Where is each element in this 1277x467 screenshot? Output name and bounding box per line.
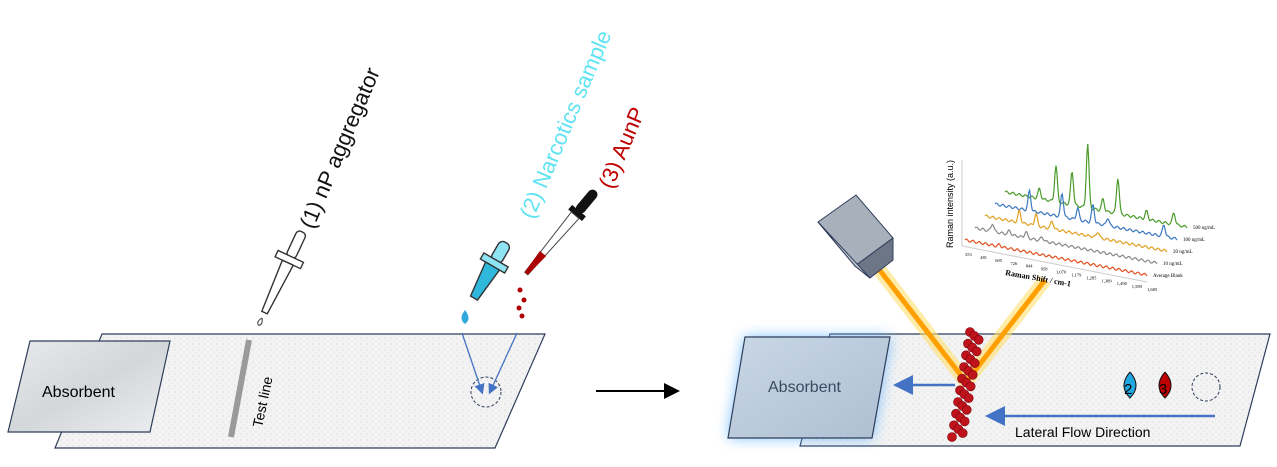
chart-series-line (1004, 143, 1188, 229)
aunp-aggregates-icon (947, 327, 984, 442)
laser-source-icon (817, 194, 894, 279)
lateral-flow-label: Lateral Flow Direction (1015, 424, 1150, 440)
aunp-particle (959, 416, 970, 427)
chart-series-label: 20 ng/mL (1173, 250, 1193, 255)
chart-x-tick: 353 (965, 252, 973, 257)
test-strip-right: Absorbent Lateral Flow Direction 2 3 (727, 333, 1271, 447)
chart-series-label: 100 ng/mL (1183, 238, 1205, 243)
chart-x-tick: 726 (1011, 261, 1019, 266)
chart-series-label: 500 ng/mL (1193, 226, 1215, 231)
test-line (228, 339, 252, 438)
aunp-particle (967, 369, 978, 380)
chart-series-line (974, 223, 1158, 265)
absorbent-pad-left (7, 340, 171, 433)
absorbent-pad-right (727, 336, 891, 439)
chart-x-tick: 1,685 (1147, 287, 1158, 293)
chart-series-label: 10 ng/mL (1163, 262, 1183, 267)
svg-text:3: 3 (1159, 381, 1167, 398)
dropper-np-aggregator-icon (257, 230, 307, 326)
drop-badge-narcotics: 2 (1123, 371, 1137, 399)
aunp-particle (961, 404, 972, 415)
aunp-particle (971, 346, 982, 357)
chart-series-line (984, 209, 1168, 253)
chart-x-tick: 844 (1026, 264, 1034, 269)
chart-x-tick: 1,070 (1056, 270, 1067, 276)
absorbent-label-left: Absorbent (42, 384, 115, 401)
chart-x-tick: 1,285 (1086, 275, 1097, 281)
drop-badge-aunp: 3 (1158, 371, 1172, 399)
raman-spectra-chart: Raman intensity (a.u.) Raman Shift / cm-… (945, 143, 1215, 293)
chart-series-line (964, 238, 1148, 277)
aunp-drops-icon (516, 287, 527, 319)
chart-x-tick: 1,179 (1071, 272, 1082, 278)
chart-x-tick: 1,490 (1117, 281, 1128, 287)
chart-series-line (994, 188, 1178, 241)
absorbent-label-right: Absorbent (768, 379, 841, 396)
aunp-particle (973, 334, 984, 345)
svg-text:2: 2 (1124, 381, 1132, 398)
test-strip-left: Absorbent Test line (7, 332, 546, 449)
drop-narcotics-icon (461, 310, 469, 324)
reagent-label-1: (1) nP aggregator (295, 64, 385, 232)
chart-x-tick: 1,389 (1102, 278, 1113, 284)
chart-x-tick: 481 (980, 255, 987, 260)
chart-x-tick: 605 (995, 258, 1003, 263)
chart-x-axis (961, 245, 1148, 283)
sample-spot-left (470, 376, 502, 408)
laser-beams (872, 263, 1051, 387)
aunp-particle (947, 432, 957, 442)
chart-ylabel: Raman intensity (a.u.) (945, 160, 955, 248)
dropper-narcotics-icon (469, 240, 511, 301)
aunp-particle (965, 381, 976, 392)
reagent-label-3: (3) AunP (594, 103, 650, 192)
chart-x-tick: 1,589 (1132, 284, 1143, 290)
flow-arrow-sample (461, 332, 485, 395)
reagent-label-2: (2) Narcotics sample (515, 27, 617, 222)
sample-spot-right (1191, 372, 1221, 402)
aunp-particle (963, 393, 974, 403)
flow-arrow-aunp (488, 332, 518, 395)
aunp-particle (969, 358, 980, 368)
chart-x-tick: 958 (1041, 267, 1049, 272)
dropper-aunp-icon (524, 189, 598, 276)
aunp-particle (957, 428, 968, 438)
chart-series-label: Average Blank (1153, 274, 1183, 279)
